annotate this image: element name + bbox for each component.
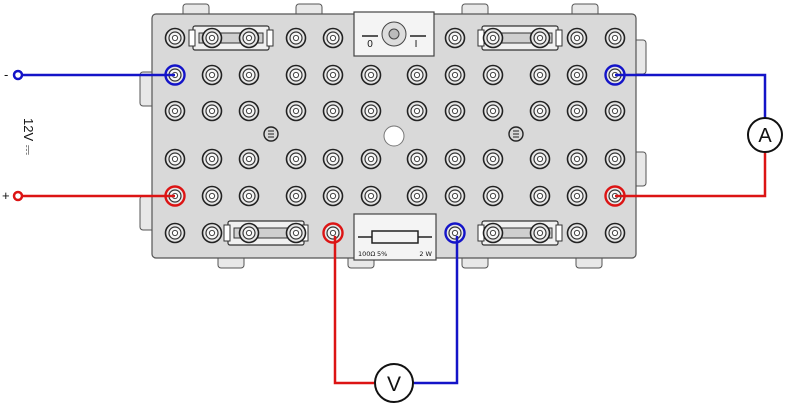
board-socket[interactable]	[164, 148, 186, 170]
board-socket[interactable]	[566, 100, 588, 122]
board-socket[interactable]	[201, 222, 223, 244]
board-socket[interactable]	[444, 222, 466, 244]
board-socket[interactable]	[529, 185, 551, 207]
voltmeter-symbol	[374, 363, 414, 403]
board-socket[interactable]	[285, 222, 307, 244]
supply-positive-label: +	[2, 188, 10, 203]
board-socket[interactable]	[322, 64, 344, 86]
board-socket[interactable]	[406, 64, 428, 86]
resistor-module[interactable]: 100Ω 5% 2 W	[353, 213, 437, 261]
board-socket[interactable]	[285, 100, 307, 122]
board-center-hole	[383, 125, 405, 147]
wire-ammeter-negative[interactable]	[615, 73, 767, 118]
resistor-tolerance-label: 5%	[377, 250, 387, 258]
board-socket[interactable]	[322, 185, 344, 207]
board-socket[interactable]	[604, 27, 626, 49]
board-socket[interactable]	[360, 148, 382, 170]
board-socket[interactable]	[164, 222, 186, 244]
board-socket[interactable]	[604, 148, 626, 170]
board-socket[interactable]	[444, 100, 466, 122]
voltmeter[interactable]: V	[374, 363, 414, 403]
board-socket[interactable]	[201, 185, 223, 207]
board-socket[interactable]	[201, 148, 223, 170]
board-socket[interactable]	[566, 64, 588, 86]
board-socket[interactable]	[322, 222, 344, 244]
board-socket[interactable]	[201, 27, 223, 49]
resistor-symbol	[371, 230, 419, 244]
board-socket[interactable]	[529, 148, 551, 170]
board-socket[interactable]	[566, 185, 588, 207]
board-socket[interactable]	[482, 64, 504, 86]
board-socket[interactable]	[201, 100, 223, 122]
board-socket[interactable]	[406, 100, 428, 122]
voltmeter-label: V	[387, 373, 401, 396]
board-socket[interactable]	[406, 185, 428, 207]
supply-voltage-label: 12V ⎓	[21, 118, 36, 155]
board-sockets	[164, 27, 626, 244]
board-socket[interactable]	[238, 100, 260, 122]
plug-top-left[interactable]	[188, 25, 274, 51]
board-socket[interactable]	[444, 185, 466, 207]
wire-voltmeter-negative[interactable]	[414, 236, 459, 385]
board-socket[interactable]	[566, 27, 588, 49]
board-socket[interactable]	[529, 100, 551, 122]
board-socket[interactable]	[529, 64, 551, 86]
board-socket[interactable]	[566, 222, 588, 244]
board-socket[interactable]	[604, 222, 626, 244]
wire-ammeter-positive[interactable]	[615, 152, 767, 198]
board-socket[interactable]	[285, 148, 307, 170]
board-socket[interactable]	[482, 148, 504, 170]
board-socket[interactable]	[444, 27, 466, 49]
board-socket[interactable]	[322, 100, 344, 122]
wire-voltmeter-positive[interactable]	[333, 236, 374, 385]
board-socket[interactable]	[285, 27, 307, 49]
board-socket[interactable]	[164, 100, 186, 122]
ammeter-label: A	[758, 125, 772, 147]
board-socket[interactable]	[164, 64, 186, 86]
board-socket[interactable]	[322, 148, 344, 170]
resistor-power-label: 2 W	[419, 250, 432, 258]
board-socket[interactable]	[238, 185, 260, 207]
board-socket[interactable]	[238, 64, 260, 86]
switch-on-label: I	[415, 39, 418, 50]
board-socket[interactable]	[238, 148, 260, 170]
board-socket[interactable]	[444, 64, 466, 86]
wires	[18, 73, 767, 385]
board-socket[interactable]	[201, 64, 223, 86]
board-socket[interactable]	[164, 27, 186, 49]
board-socket[interactable]	[285, 64, 307, 86]
board-socket[interactable]	[529, 27, 551, 49]
board-socket[interactable]	[482, 222, 504, 244]
board-socket[interactable]	[406, 148, 428, 170]
supply-positive-terminal[interactable]	[12, 190, 24, 202]
board-socket[interactable]	[482, 100, 504, 122]
board-socket[interactable]	[360, 64, 382, 86]
ammeter[interactable]: A	[747, 117, 783, 153]
switch-off-label: 0	[367, 39, 373, 50]
ground-icon-left	[263, 126, 279, 142]
ammeter-symbol	[747, 117, 783, 153]
board-socket[interactable]	[322, 27, 344, 49]
supply-negative-terminal[interactable]	[12, 69, 24, 81]
board-socket[interactable]	[360, 185, 382, 207]
switch-toggle-center	[388, 28, 400, 40]
board-socket[interactable]	[482, 27, 504, 49]
board-socket[interactable]	[604, 100, 626, 122]
board-socket[interactable]	[360, 100, 382, 122]
board-socket[interactable]	[444, 148, 466, 170]
board-socket[interactable]	[238, 27, 260, 49]
board-socket[interactable]	[285, 185, 307, 207]
board-socket[interactable]	[529, 222, 551, 244]
ground-icon-right	[508, 126, 524, 142]
board-socket[interactable]	[566, 148, 588, 170]
supply-negative-label: -	[4, 67, 8, 82]
board-socket[interactable]	[482, 185, 504, 207]
board-socket[interactable]	[238, 222, 260, 244]
resistor-value-label: 100Ω	[358, 250, 375, 258]
switch-module[interactable]: 0 I	[353, 11, 435, 57]
